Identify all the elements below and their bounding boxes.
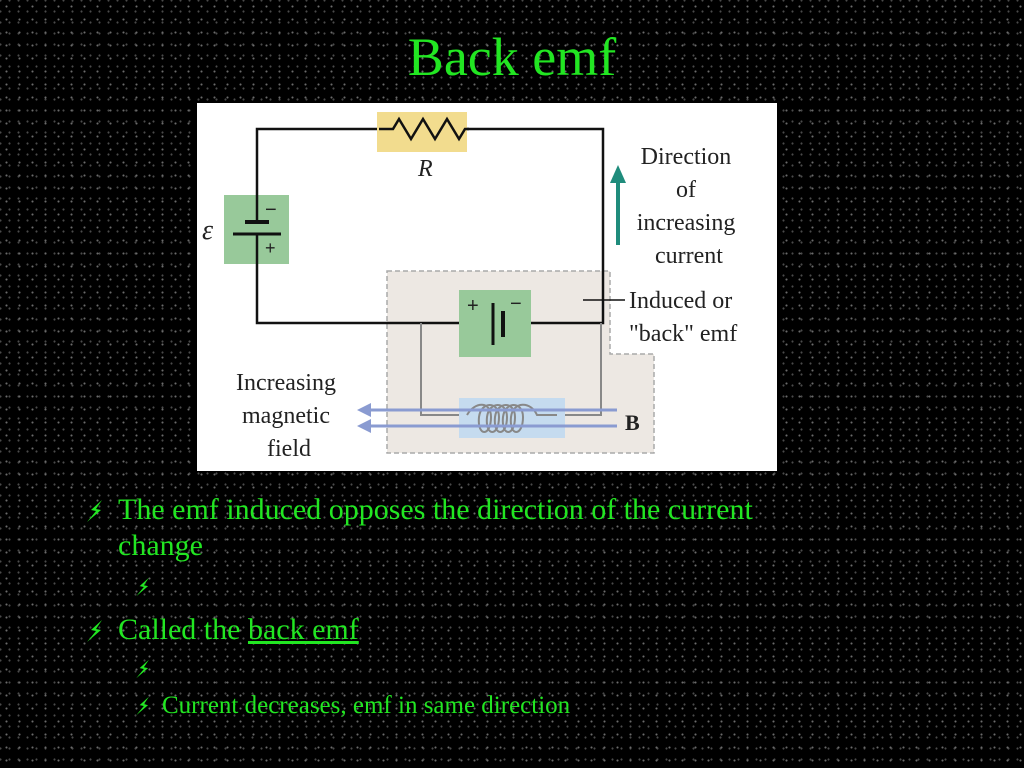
coil-highlight	[459, 398, 565, 438]
lightning-bolt-icon	[132, 572, 154, 606]
svg-text:Direction of incre: Direction of increasing current	[637, 144, 742, 269]
back-emf-term: back emf	[247, 613, 359, 646]
svg-text:Increasing magnetic: Increasing magnetic field	[236, 370, 342, 462]
field-label-line-3: field	[267, 436, 311, 462]
b-label: B	[625, 410, 640, 435]
resistor-symbol	[379, 116, 469, 142]
bullet-3: Called the back emf	[82, 612, 359, 648]
battery-plus: +	[265, 238, 276, 258]
circuit-wire	[255, 127, 605, 325]
circuit-diagram: R − + ε + − B Direction of	[197, 103, 777, 471]
slide-title: Back emf	[407, 27, 617, 87]
lightning-bolt-icon	[132, 654, 154, 688]
battery-minus: −	[265, 199, 277, 221]
bullet-1: The emf induced opposes the direction of…	[82, 492, 753, 564]
bullet-3-prefix: Called the	[118, 613, 248, 646]
direction-label-line-2: of	[676, 177, 696, 203]
induced-label-line-2: "back" emf	[629, 321, 737, 347]
back-battery-plus: +	[467, 295, 479, 317]
back-emf-battery-box	[459, 290, 531, 357]
bullet-5-text: Current decreases, emf in same direction	[162, 692, 571, 719]
lightning-bolt-icon	[132, 691, 154, 725]
field-label-line-1: Increasing	[236, 370, 336, 396]
resistor-label: R	[417, 156, 433, 182]
direction-label-line-3: increasing	[637, 210, 736, 236]
lightning-bolt-icon	[82, 612, 108, 653]
lightning-bolt-icon	[82, 492, 108, 533]
inductor-region	[386, 270, 655, 454]
bullet-5: Current decreases, emf in same direction	[132, 691, 570, 721]
direction-label-line-4: current	[655, 243, 723, 269]
bullet-1-line-1: The emf induced opposes the direction of…	[118, 493, 753, 526]
bullet-1-line-2: change	[118, 529, 203, 562]
bullet-2	[132, 572, 162, 602]
direction-label-line-1: Direction	[641, 144, 732, 170]
back-battery-minus: −	[510, 293, 522, 315]
field-label-line-2: magnetic	[242, 403, 330, 429]
emf-symbol: ε	[202, 215, 213, 246]
induced-label-line-1: Induced or	[629, 288, 732, 314]
svg-text:Induced or "back" emf: Induced or "back" emf	[629, 288, 738, 347]
bullet-4	[132, 654, 162, 684]
